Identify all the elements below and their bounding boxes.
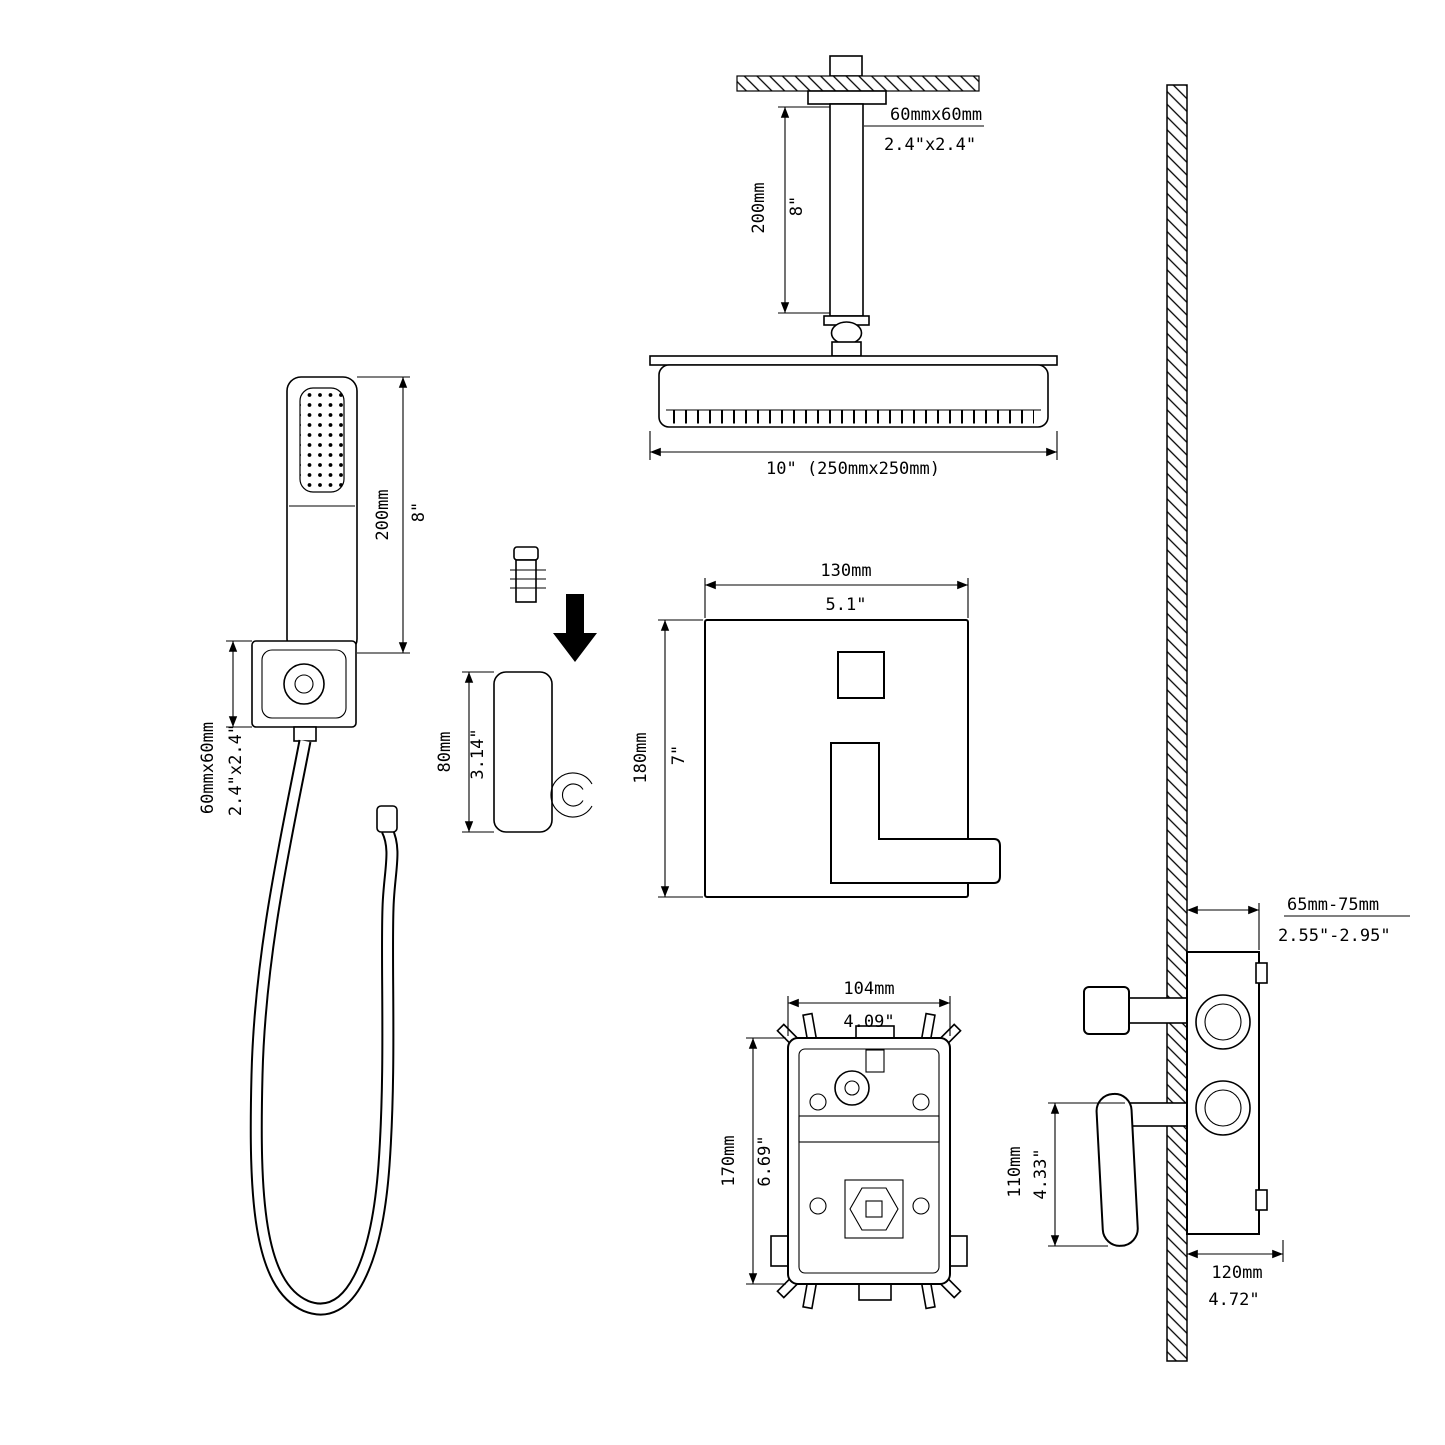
- valve-bridge-bar: [798, 1115, 940, 1143]
- ceiling-slab: [736, 75, 980, 92]
- plate-tab-top: [1255, 962, 1268, 984]
- rough-in-valve-box: [787, 1037, 951, 1285]
- hand-shower-assembly: 200mm 8" 60mmx60mm 2.4"x2.4": [198, 376, 429, 1316]
- holder-height-mm-label: 80mm: [435, 732, 455, 773]
- outlet-port-outer: [283, 663, 325, 705]
- wand-length-mm-label: 200mm: [373, 489, 393, 540]
- trim-plate-assembly: 130mm 5.1" 180mm 7": [631, 561, 1001, 898]
- holder-assembly: 80mm 3.14": [435, 546, 597, 833]
- arm-size-mm-label: 60mmx60mm: [890, 105, 982, 125]
- ceiling-anchor-block: [829, 55, 863, 77]
- wall-depth-mm-label: 65mm-75mm: [1287, 895, 1379, 915]
- valve-knob-bottom-inner: [1204, 1089, 1242, 1127]
- spray-face: [299, 387, 345, 493]
- handle-height-extensions: [1048, 1102, 1125, 1247]
- adapter-body: [515, 559, 537, 603]
- valve-height-mm-label: 170mm: [719, 1135, 739, 1186]
- assembly-arrow-icon: [553, 594, 597, 662]
- plate-tab-bottom: [1255, 1189, 1268, 1211]
- ceiling-shower-assembly: 10" (250mmx250mm) 200mm 8" 60mmx60mm 2.4…: [649, 55, 1058, 479]
- wall-side-view-assembly: 65mm-75mm 2.55"-2.95" 110mm 4.33" 120mm …: [1005, 84, 1410, 1362]
- arm-ball-joint: [830, 321, 863, 345]
- shower-hose-outline: [249, 739, 399, 1316]
- hose-end-fitting: [376, 805, 398, 833]
- trim-width-in-label: 5.1": [826, 595, 867, 615]
- adapter-cap: [513, 546, 539, 561]
- valve-cartridge-frame: [844, 1179, 904, 1239]
- holder-height-in-label: 3.14": [468, 728, 488, 779]
- diverter-knob-side: [1083, 986, 1130, 1035]
- valve-screw-hole: [809, 1093, 827, 1111]
- outlet-dim-extensions: [226, 640, 252, 728]
- head-dim-extensions: [649, 431, 1058, 460]
- valve-width-mm-label: 104mm: [843, 979, 894, 999]
- valve-top-stem: [865, 1049, 885, 1073]
- lever-handle-side: [1095, 1092, 1139, 1247]
- valve-screw-hole: [809, 1197, 827, 1215]
- arm-length-in-label: 8": [787, 196, 807, 216]
- outlet-port-inner: [294, 674, 314, 694]
- trim-height-mm-label: 180mm: [631, 732, 651, 783]
- valve-tab-icon: [920, 1280, 936, 1310]
- wand-length-in-label: 8": [409, 502, 429, 522]
- holder-hook-inner: [562, 783, 584, 807]
- valve-tab-icon: [802, 1280, 818, 1310]
- diverter-knob-stem: [1128, 997, 1188, 1024]
- diverter-button: [837, 651, 885, 699]
- trim-width-mm-label: 130mm: [820, 561, 871, 581]
- depth-mm-label: 120mm: [1211, 1263, 1262, 1283]
- valve-knob-top-inner: [1204, 1003, 1242, 1041]
- hose-fitting-top: [293, 726, 317, 742]
- head-size-label: 10" (250mmx250mm): [766, 459, 940, 479]
- wall-depth-in-label: 2.55"-2.95": [1278, 926, 1391, 946]
- valve-height-in-label: 6.69": [755, 1135, 775, 1186]
- valve-width-in-label: 4.09": [843, 1012, 894, 1032]
- outlet-size-in-label: 2.4"x2.4": [226, 724, 246, 816]
- ceiling-flange: [807, 90, 887, 105]
- arm-length-mm-label: 200mm: [749, 182, 769, 233]
- valve-port-inner: [844, 1080, 860, 1096]
- holder-hook-outer: [550, 772, 593, 818]
- handle-height-in-label: 4.33": [1031, 1148, 1051, 1199]
- lever-handle-front: [830, 742, 1001, 884]
- adapter-threads: [510, 569, 546, 589]
- valve-inner-frame: [798, 1048, 940, 1274]
- valve-screw-hole: [912, 1093, 930, 1111]
- valve-side-tab-left: [770, 1235, 789, 1267]
- valve-port-outer: [834, 1070, 870, 1106]
- trim-height-in-label: 7": [669, 745, 689, 765]
- arm-size-in-label: 2.4"x2.4": [884, 135, 976, 155]
- head-connector: [831, 341, 862, 357]
- valve-cartridge-hex: [849, 1187, 899, 1231]
- lever-stem: [1128, 1102, 1188, 1127]
- shower-hose-core: [251, 740, 397, 1314]
- valve-knob-bottom-outer: [1195, 1080, 1251, 1136]
- valve-side-tab-right: [949, 1235, 968, 1267]
- valve-cartridge-stem: [865, 1200, 883, 1218]
- valve-tab-icon: [920, 1012, 936, 1042]
- handle-height-mm-label: 110mm: [1005, 1146, 1025, 1197]
- valve-screw-hole: [912, 1197, 930, 1215]
- wall-outlet-inner: [261, 649, 347, 719]
- rough-in-valve-assembly: 104mm 4.09" 170mm 6.69": [719, 979, 968, 1310]
- depth-in-label: 4.72": [1208, 1290, 1259, 1310]
- ceiling-shower-arm: [829, 103, 864, 317]
- wall-cross-section: [1166, 84, 1188, 1362]
- outlet-size-mm-label: 60mmx60mm: [198, 722, 218, 814]
- holder-bracket-body: [493, 671, 553, 833]
- valve-tab-icon: [802, 1012, 818, 1042]
- shower-head-top-plate: [649, 355, 1058, 366]
- valve-knob-top-outer: [1195, 994, 1251, 1050]
